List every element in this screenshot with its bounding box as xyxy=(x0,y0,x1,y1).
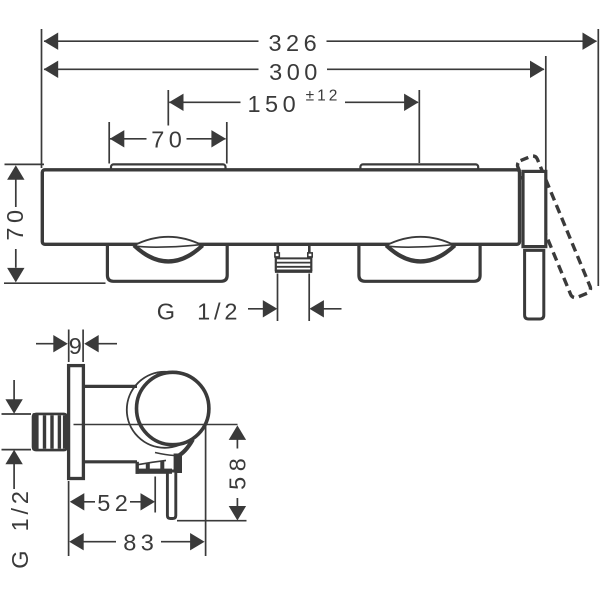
svg-text:52: 52 xyxy=(97,490,132,516)
svg-text:83: 83 xyxy=(123,530,158,556)
svg-text:300: 300 xyxy=(269,59,322,85)
svg-text:58: 58 xyxy=(225,453,251,490)
svg-text:±12: ±12 xyxy=(306,88,341,105)
svg-text:70: 70 xyxy=(2,205,28,240)
svg-text:150: 150 xyxy=(247,91,300,117)
svg-text:G 1/2: G 1/2 xyxy=(157,298,241,324)
svg-text:70: 70 xyxy=(151,127,186,153)
svg-text:326: 326 xyxy=(268,30,321,56)
svg-text:9: 9 xyxy=(69,333,87,359)
svg-text:G 1/2: G 1/2 xyxy=(7,487,33,568)
